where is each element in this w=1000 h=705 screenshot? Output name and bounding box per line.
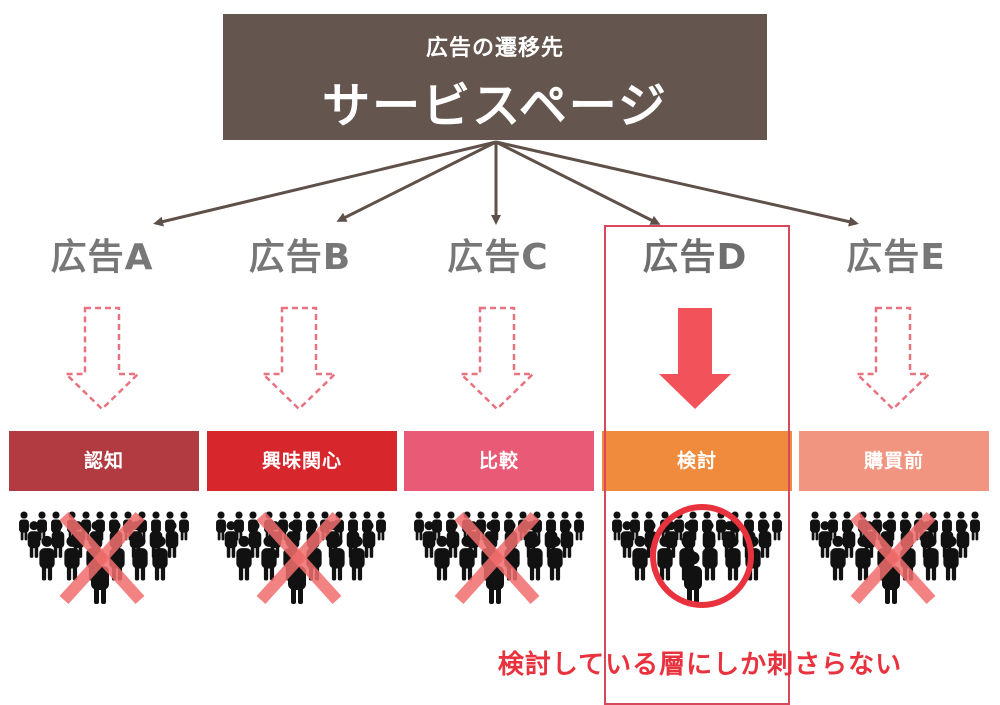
person-icon (970, 511, 980, 541)
person-icon (64, 535, 80, 581)
stage-bar-comparison: 比較 (404, 431, 594, 491)
person-icon (434, 535, 450, 581)
person-icon (459, 535, 475, 581)
person-icon (818, 521, 832, 558)
connector-lines (153, 140, 859, 227)
person-icon (248, 521, 262, 558)
person-icon (414, 511, 424, 541)
down-arrow-b-dashed (259, 306, 339, 411)
stage-bar-interest: 興味関心 (207, 431, 397, 491)
person-icon (152, 535, 168, 581)
person-icon (612, 511, 622, 541)
cross-mark-icon (454, 511, 540, 605)
down-arrow-a-dashed (62, 306, 142, 411)
person-icon (772, 511, 782, 541)
person-icon (620, 521, 634, 558)
person-icon (810, 511, 820, 541)
person-icon (51, 521, 65, 558)
person-icon (842, 521, 856, 558)
person-icon (446, 521, 460, 558)
person-icon (560, 521, 574, 558)
stage-bar-awareness: 認知 (9, 431, 199, 491)
crowd-e (810, 511, 980, 605)
ad-label-e: 広告E (846, 237, 946, 278)
caption: 検討している層にしか刺さらない (497, 650, 903, 680)
person-icon (236, 535, 252, 581)
target-circle-icon (650, 504, 754, 608)
person-icon (362, 521, 376, 558)
connector-e (495, 140, 859, 227)
person-icon (132, 535, 148, 581)
person-icon (943, 535, 959, 581)
stage-bar-pre-purchase: 購買前 (799, 431, 989, 491)
stage-arrows (62, 306, 933, 411)
person-icon (830, 535, 846, 581)
destination-subtitle: 広告の遷移先 (425, 36, 564, 61)
person-icon (165, 521, 179, 558)
person-icon (27, 521, 41, 558)
person-icon (758, 521, 772, 558)
down-arrow-d-active (659, 308, 731, 409)
person-icon (224, 521, 238, 558)
connector-b (336, 140, 497, 222)
person-icon (261, 535, 277, 581)
destination-title: サービスページ (322, 78, 668, 134)
person-icon (216, 511, 226, 541)
person-icon (725, 535, 741, 581)
cross-mark-icon (256, 511, 342, 605)
person-icon (702, 535, 718, 581)
ad-label-a: 広告A (50, 237, 154, 278)
person-icon (19, 511, 29, 541)
cross-mark-icon (850, 511, 936, 605)
person-icon (574, 511, 584, 541)
person-icon (376, 511, 386, 541)
person-icon (657, 535, 673, 581)
down-arrow-e-dashed (853, 306, 933, 411)
person-icon (329, 535, 345, 581)
crowd-d (612, 504, 782, 608)
crowd-c (414, 511, 584, 605)
person-icon (527, 535, 543, 581)
cross-mark-icon (59, 511, 145, 605)
stage-bar-consideration: 検討 (602, 431, 792, 491)
ad-label-d: 広告D (642, 237, 748, 278)
person-icon (956, 521, 970, 558)
person-icon (632, 535, 648, 581)
person-icon (923, 535, 939, 581)
ad-label-b: 広告B (248, 237, 352, 278)
down-arrow-c-dashed (457, 306, 537, 411)
connector-a (153, 140, 497, 227)
person-icon (422, 521, 436, 558)
audience-crowds (19, 504, 980, 608)
connector-d (495, 140, 661, 225)
crowd-b (216, 511, 386, 605)
person-icon (547, 535, 563, 581)
crowd-a (19, 511, 189, 605)
person-icon (684, 551, 702, 604)
ad-label-c: 広告C (447, 237, 549, 278)
person-icon (349, 535, 365, 581)
person-icon (855, 535, 871, 581)
destination-header: 広告の遷移先 サービスページ (223, 14, 767, 140)
person-icon (39, 535, 55, 581)
person-icon (179, 511, 189, 541)
